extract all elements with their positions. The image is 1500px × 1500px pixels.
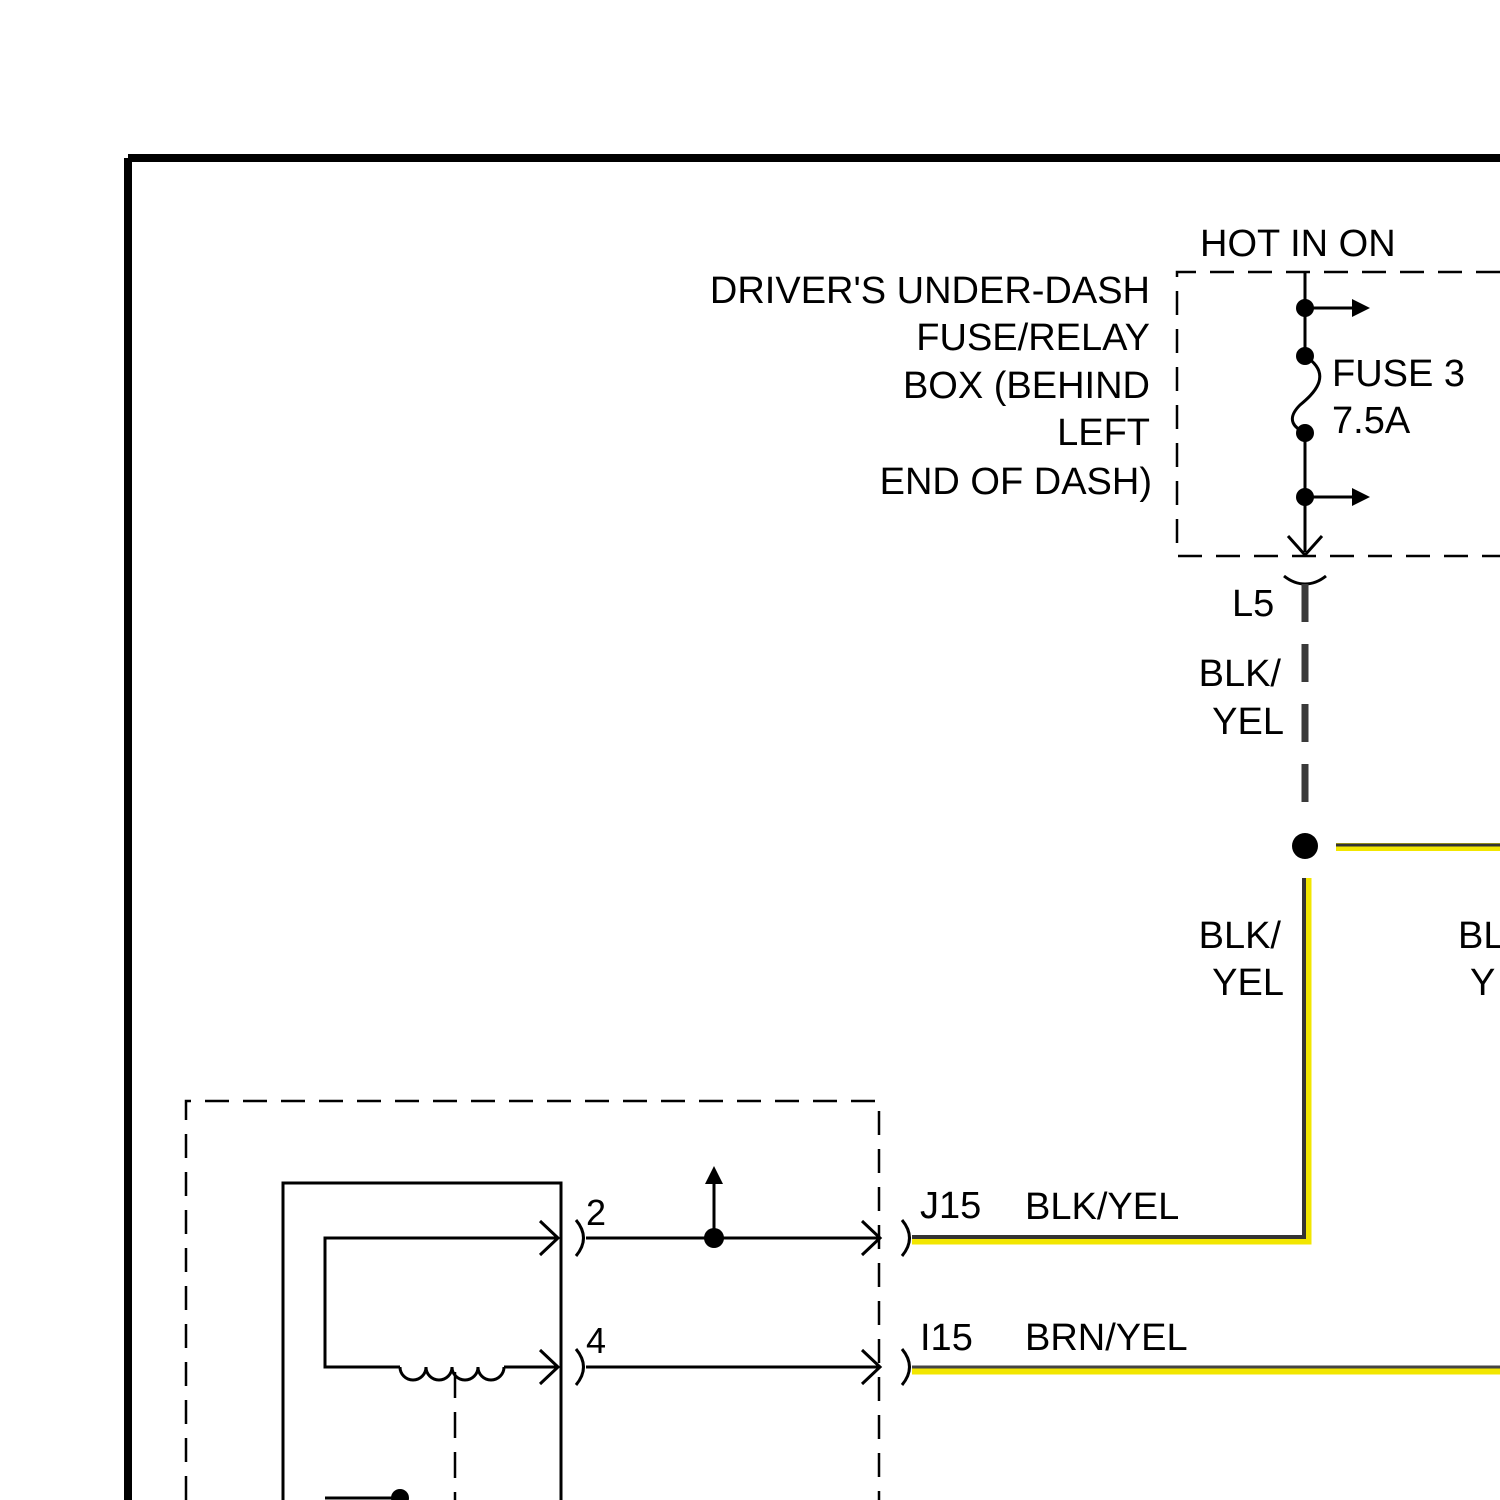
wire-color-lower-line-1: BLK/	[1199, 915, 1282, 957]
component-boundary	[186, 1101, 879, 1500]
branch-up-arrow	[705, 1166, 723, 1184]
pin-wires	[586, 1182, 880, 1384]
fuse-box-name-line-3: BOX (BEHIND	[903, 365, 1150, 407]
branch-node	[704, 1228, 724, 1248]
wire-i15-color-label: BRN/YEL	[1025, 1317, 1188, 1359]
fuse-rating: 7.5A	[1332, 400, 1411, 442]
connector-i15-label: I15	[920, 1317, 973, 1359]
pin-2-label: 2	[586, 1192, 606, 1233]
wire-j15-color-label: BLK/YEL	[1025, 1186, 1179, 1228]
connector-j15-label: J15	[920, 1185, 981, 1227]
wire-color-branch-line-1: BL	[1458, 915, 1500, 957]
fuse-box-name-line-5: END OF DASH)	[880, 461, 1152, 503]
connector-l5-label: L5	[1232, 583, 1274, 625]
splice-point	[1292, 833, 1318, 859]
wire-branch-right	[1336, 845, 1500, 847]
diagram-border	[128, 158, 1500, 1500]
connector-l5-symbol	[1284, 576, 1326, 584]
fuse-box-name-line-2: FUSE/RELAY	[916, 317, 1150, 359]
fuse-box-name-line-1: DRIVER'S UNDER-DASH	[710, 270, 1150, 312]
wire-color-branch-line-2: Y	[1470, 962, 1495, 1004]
wire-color-lower-line-2: YEL	[1212, 962, 1284, 1004]
switch-contact-partial	[325, 1489, 409, 1500]
fuse-name: FUSE 3	[1332, 353, 1465, 395]
pin-4-label: 4	[586, 1320, 606, 1361]
coil-circuit	[325, 1221, 558, 1384]
hot-in-on-label: HOT IN ON	[1200, 223, 1396, 265]
wire-brn-yel-i15	[912, 1367, 1500, 1370]
wire-color-upper-line-2: YEL	[1212, 701, 1284, 743]
fuse-box-name-line-4: LEFT	[1057, 412, 1150, 454]
wire-color-upper-line-1: BLK/	[1199, 653, 1282, 695]
pin-connectors	[576, 1220, 910, 1385]
